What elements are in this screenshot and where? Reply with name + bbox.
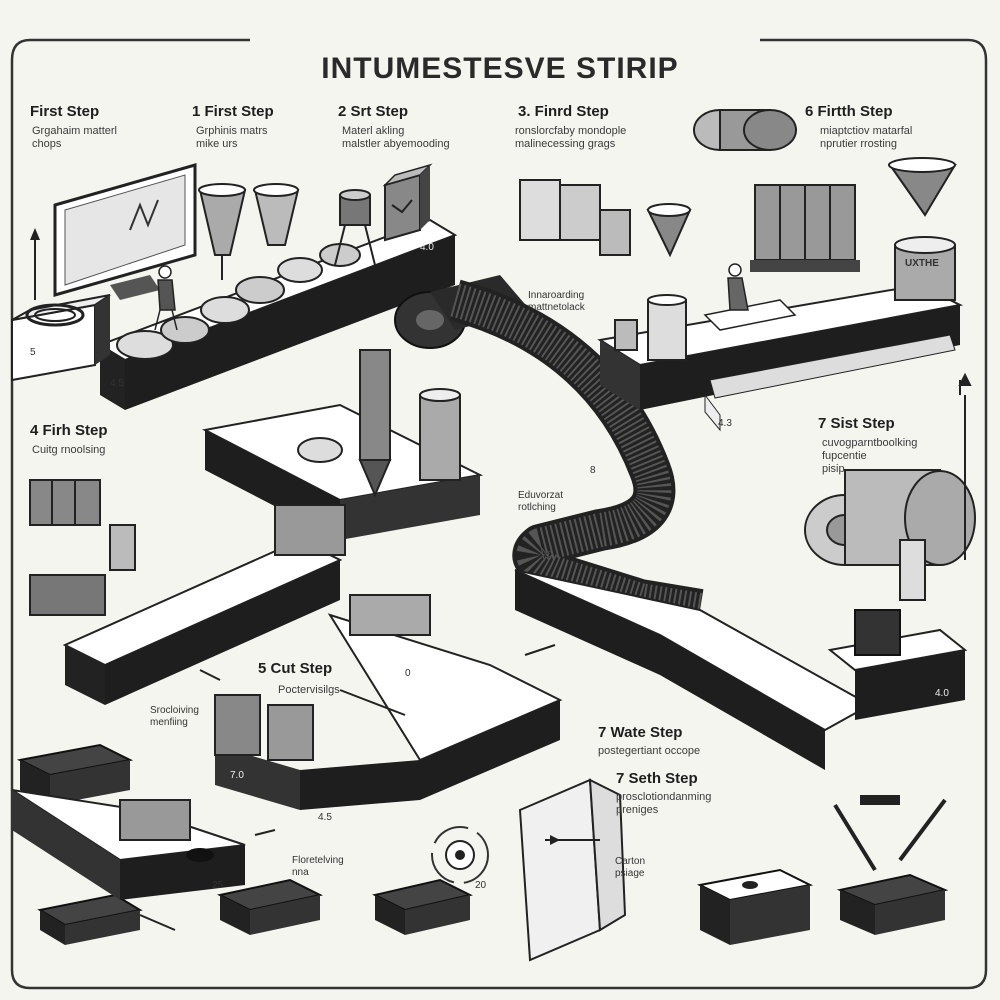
conveyor-upper-right <box>597 283 964 432</box>
station-number: 0 <box>405 668 411 679</box>
film-rolls <box>693 109 797 151</box>
step-heading: 5 Cut Step <box>258 660 333 677</box>
drum-middle <box>614 294 687 361</box>
station-number: 7.0 <box>230 770 244 781</box>
step-description: Grgahaim matterl chops <box>32 125 117 150</box>
rotation-icon <box>431 826 489 884</box>
station-number: 8 <box>590 465 596 476</box>
step-description: cuvogparntboolking fupcentie pisip <box>822 437 918 475</box>
step-heading: 3. Finrd Step <box>518 103 609 120</box>
step-description: Cuitg rnoolsing <box>32 444 106 456</box>
roll-stack-right <box>804 469 976 601</box>
conveyor-bottom-center <box>214 594 563 810</box>
page-title: INTUMESTESVE STIRIP <box>321 52 679 85</box>
cone-hopper <box>888 157 957 301</box>
step-description: miaptctiov matarfal nprutier rrosting <box>820 125 913 150</box>
boxes-left <box>29 479 346 616</box>
label-floretelving: Floretelving nna <box>292 855 344 878</box>
step-description: Materl akling malstler abyemooding <box>342 125 450 150</box>
station-number: 5 <box>30 347 36 358</box>
conveyor-bottom-left <box>11 789 246 900</box>
cutting-machine <box>297 349 461 498</box>
station-number: 4.5 <box>110 378 124 389</box>
step-heading: 7 Sist Step <box>818 415 895 432</box>
step-heading: 6 Firtth Step <box>805 103 893 120</box>
flow-arrows <box>139 372 972 931</box>
station-number: 4.0 <box>935 688 949 699</box>
station-number: 25 <box>212 880 224 891</box>
step-heading: First Step <box>30 103 100 120</box>
tanks <box>519 179 692 258</box>
worker-figure-2 <box>703 263 797 331</box>
step-heading: 4 Firh Step <box>30 422 108 439</box>
conveyor-lower-left <box>62 538 343 705</box>
coil-box <box>11 294 111 382</box>
step-heading: 1 First Step <box>192 103 274 120</box>
step-description: postegertiant occope <box>598 745 701 757</box>
station-number: 4.5 <box>318 812 332 823</box>
step-description: Poctervisilgs <box>278 684 340 696</box>
worker-figure <box>154 265 178 331</box>
step-description: ronslorcfaby mondople malinecessing grag… <box>515 125 627 150</box>
step-heading: 7 Wate Step <box>598 724 683 741</box>
label-drum: UXTHE <box>905 258 939 269</box>
outer-frame <box>10 38 988 990</box>
conveyor-lower-right <box>514 569 873 770</box>
extruder-machine <box>334 163 433 266</box>
conveyor-upper-left <box>97 218 458 410</box>
carton-box <box>518 778 627 962</box>
strip-belt <box>449 279 704 631</box>
label-eduvorzat: Eduvorzat rotlching <box>518 490 564 513</box>
workbench-right <box>827 609 968 720</box>
label-carton: Carton psiage <box>615 856 646 879</box>
station-number: 4.3 <box>718 418 732 429</box>
cutting-tools <box>833 795 947 872</box>
step-heading: 7 Seth Step <box>616 770 698 787</box>
step-description: Grphinis matrs mike urs <box>196 125 268 150</box>
label-srociving: Srocloiving menfiing <box>150 705 199 728</box>
step-heading: 2 Srt Step <box>338 103 409 120</box>
label-innarording: Innaroarding mattnetolack <box>528 290 585 313</box>
step-description: prosclotiondanming preniges <box>616 791 712 816</box>
pallet-drums <box>750 184 860 272</box>
hopper-icon <box>198 183 300 280</box>
monitor-icon <box>53 163 197 300</box>
station-number: 4.0 <box>420 242 434 253</box>
station-number: 20 <box>475 880 487 891</box>
sheet-stacks <box>16 743 949 945</box>
